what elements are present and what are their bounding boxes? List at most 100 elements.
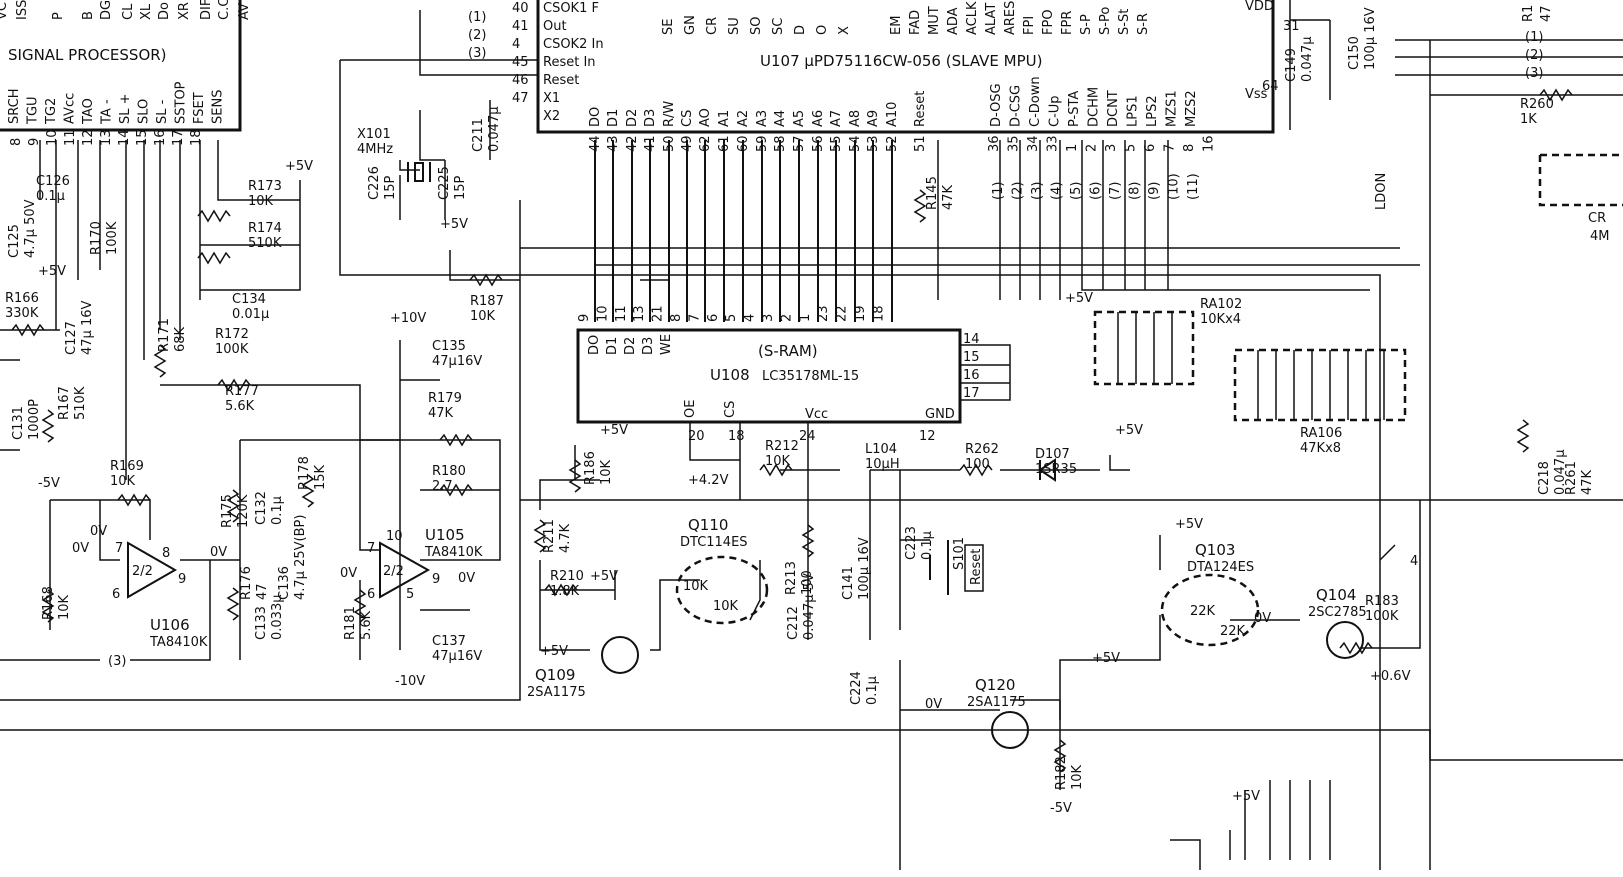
u108-title: (S-RAM) (758, 342, 818, 360)
resistor (197, 209, 231, 223)
sp-pin-label: SLO (137, 99, 152, 124)
opamp-pin: 9 (432, 572, 440, 587)
opamp-part: TA8410K (424, 545, 483, 560)
sp-pin-number: 15 (135, 129, 150, 146)
u108-top-pin-number: 8 (669, 314, 684, 322)
bus-number: (11) (1186, 173, 1201, 200)
u107-bottom-pin-label: D3 (643, 109, 658, 127)
resistor-arrays (1093, 153, 1623, 422)
u107-top-label: X (837, 26, 852, 35)
u107-left-pin-label: Reset In (543, 55, 596, 70)
resistor (153, 344, 167, 378)
rail-label: +5V (540, 644, 568, 659)
u107-bottom-pin-label: A5 (792, 110, 807, 127)
u107-right-pin-label: MZS1 (1165, 90, 1180, 127)
lower-wiring (539, 422, 1421, 870)
u107-top-label: FPR (1060, 11, 1075, 35)
resistor (197, 251, 231, 265)
u107-top-label: D (793, 25, 808, 35)
opamp-pin: 10 (386, 529, 403, 544)
sp-pin-label: SL + (118, 93, 133, 124)
u108-top-pin-number: 2 (779, 314, 794, 322)
component-ref: C211 (471, 118, 486, 152)
sp-pin-label: TA - (100, 99, 115, 125)
u107-bottom-pin-label: A10 (885, 102, 900, 127)
u107-top-label: EM (889, 16, 904, 35)
u108-top-pin-number: 19 (853, 305, 868, 322)
u107-right-pin-label: C-Down (1028, 76, 1043, 127)
component-value: 1SR35 (1035, 462, 1077, 477)
component-ref: R183 (1365, 594, 1399, 609)
u107-top-label: CR (705, 17, 720, 35)
bus-number: (1) (991, 182, 1006, 200)
sp-cut-label: VC (0, 2, 10, 20)
rail-label: 0V (72, 541, 89, 556)
u107-left-pin-label: X2 (543, 109, 560, 124)
bus-number: (7) (1108, 182, 1123, 200)
opamp-pin: 9 (178, 572, 186, 587)
u107-right-pin-number: 6 (1143, 144, 1158, 152)
u107-right-pin-label: P-STA (1067, 91, 1082, 127)
resistor (11, 323, 45, 337)
u107-left-pin-number: 4 (512, 37, 520, 52)
component-ref: R181 (343, 606, 358, 640)
rail-label: +5V (600, 423, 628, 438)
component-ref: C150 (1347, 36, 1362, 70)
u107-bottom-pin-label: AO (698, 108, 713, 127)
resistor (544, 583, 578, 597)
u107-right-pin-label: DCHM (1087, 87, 1102, 127)
resistor (1539, 88, 1573, 102)
q104-symbol (1326, 621, 1364, 659)
u107-left-pin-label: CSOK1 F (543, 1, 599, 16)
component-ref: R260 (1520, 97, 1554, 112)
component-ref: C149 (1284, 48, 1299, 82)
component-value: 47μ 16V (80, 301, 95, 355)
component-ref: C212 (786, 606, 801, 640)
sp-cut-label: XL (139, 3, 154, 20)
component-value: 4MHz (357, 142, 393, 157)
opamp-pin: 6 (367, 587, 375, 602)
transistor-part: DTA124ES (1187, 560, 1254, 575)
transistor-part: 2SA1175 (527, 685, 586, 700)
u108-top-pin-label: DO (587, 335, 602, 355)
opamp-ref: U106 (150, 616, 190, 634)
u107-top-label: ALAT (984, 3, 999, 35)
u108-right-pin-number: 15 (963, 350, 980, 365)
component-value: 510K (73, 386, 88, 420)
transistor-r1: 22K (1190, 604, 1216, 619)
u108-top-pin-label: D3 (641, 337, 656, 355)
bus-number: (2) (1011, 182, 1026, 200)
transistor-r2: 10K (713, 599, 739, 614)
component-ref: R171 (157, 318, 172, 352)
resistor (1516, 419, 1530, 453)
component-value: 100K (105, 221, 120, 255)
component-value: 1K (1520, 112, 1537, 127)
resistor (41, 409, 55, 443)
u107-right-pin-number: 36 (987, 135, 1002, 152)
signal-in-label: (2) (468, 28, 486, 43)
component-value: 4.7μ 50V (23, 199, 38, 258)
component-ref: R186 (583, 451, 598, 485)
sp-cut-label: B (81, 11, 96, 20)
u107-top-label: ADA (946, 7, 961, 35)
u107-right-pin-label: DCNT (1106, 90, 1121, 127)
right-edge-label: LDON (1374, 173, 1389, 210)
u108-right-pin-number: 16 (963, 368, 980, 383)
signal-in-label: (1) (468, 10, 486, 25)
component-value: 10K (599, 459, 614, 485)
component-ref: C127 (64, 321, 79, 355)
u108-top-pin-number: 23 (816, 305, 831, 322)
u107-right-pin-number: 16 (1202, 135, 1217, 152)
u108-top-pin-number: 5 (724, 314, 739, 322)
component-ref: C141 (841, 566, 856, 600)
component-ref: R145 (925, 176, 940, 210)
component-ref: R176 (239, 566, 254, 600)
u107-right-pin-label: D-OSG (989, 83, 1004, 127)
u108-top-pin-number: 13 (632, 305, 647, 322)
component-value: 47μ16V (432, 649, 482, 664)
transistor-part: 2SC2785 (1308, 605, 1367, 620)
component-ref: R179 (428, 391, 462, 406)
